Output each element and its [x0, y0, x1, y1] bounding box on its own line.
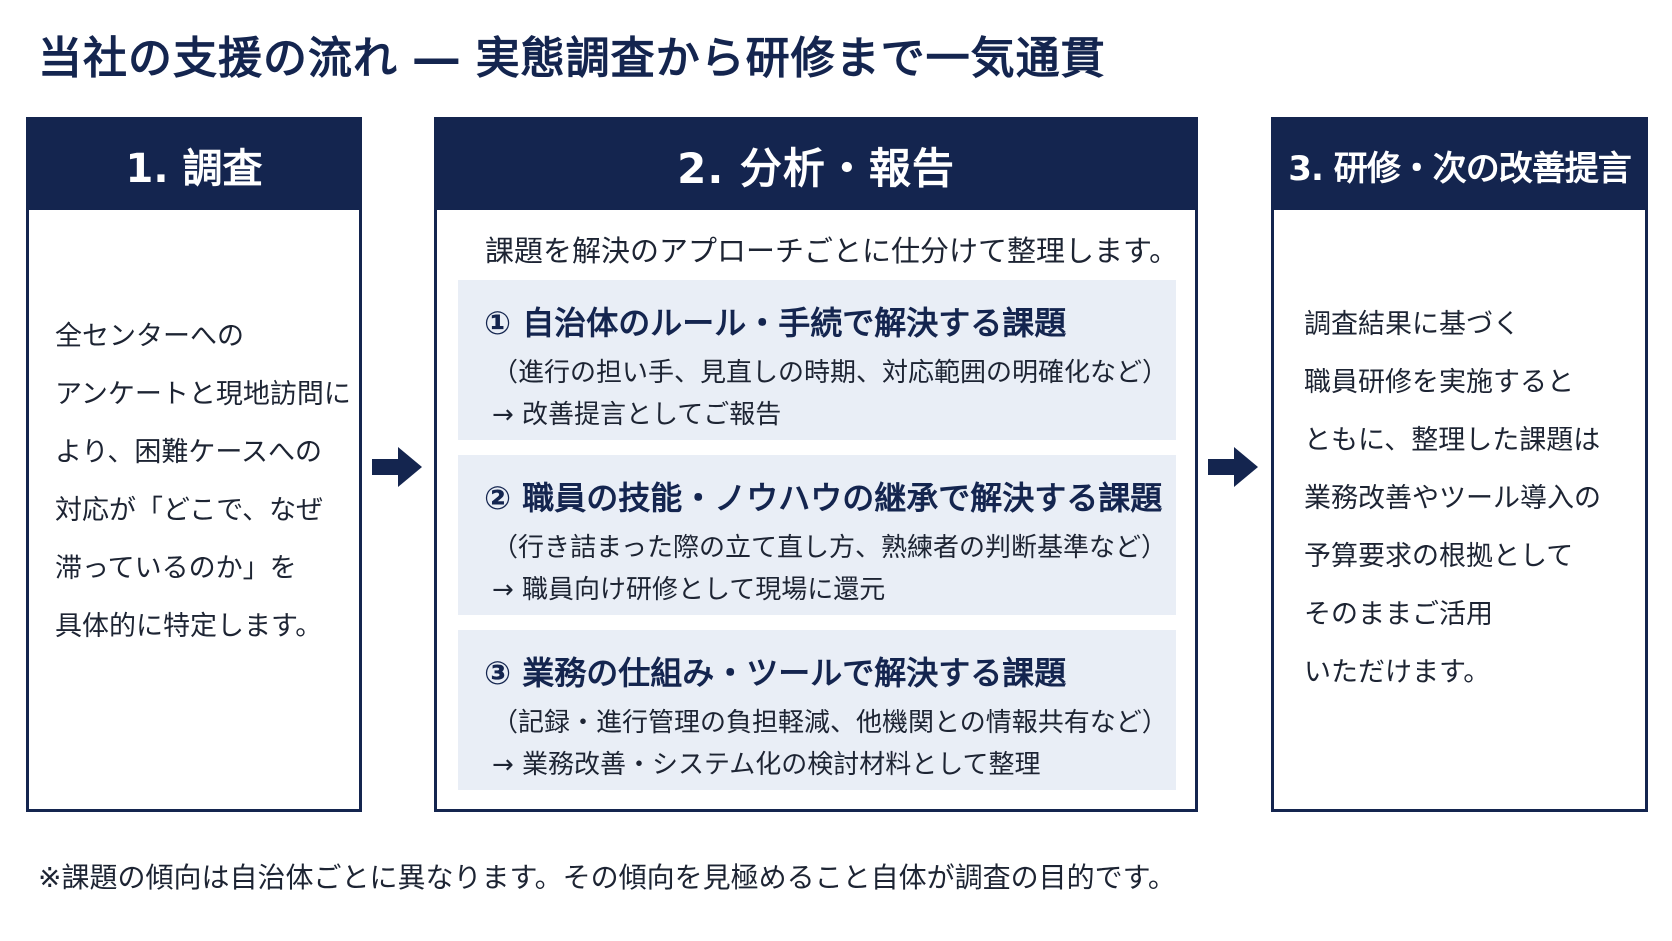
text-line: いただけます。 [1304, 657, 1491, 688]
issue-category-item: ② 職員の技能・ノウハウの継承で解決する課題 （行き詰まった際の立て直し方、熟練… [458, 455, 1176, 615]
issue-category-detail: （記録・進行管理の負担軽減、他機関との情報共有など） [492, 708, 1168, 738]
arrow-right-icon [1208, 447, 1258, 487]
issue-category-result: → 職員向け研修として現場に還元 [492, 575, 886, 605]
step-analysis-heading: 2. 分析・報告 [437, 120, 1195, 210]
page-title: 当社の支援の流れ ― 実態調査から研修まで一気通貫 [38, 33, 1106, 84]
text-line: 調査結果に基づく [1304, 309, 1520, 340]
step-analysis-intro: 課題を解決のアプローチごとに仕分けて整理します。 [485, 234, 1179, 268]
issue-category-title: ③ 業務の仕組み・ツールで解決する課題 [484, 654, 1067, 692]
issue-category-item: ① 自治体のルール・手続で解決する課題 （進行の担い手、見直しの時期、対応範囲の… [458, 280, 1176, 440]
step-survey-heading: 1. 調査 [29, 120, 359, 210]
issue-category-result: → 業務改善・システム化の検討材料として整理 [492, 750, 1041, 780]
text-line: より、困難ケースへの [55, 437, 323, 468]
issue-category-detail: （行き詰まった際の立て直し方、熟練者の判断基準など） [492, 533, 1167, 563]
issue-category-item: ③ 業務の仕組み・ツールで解決する課題 （記録・進行管理の負担軽減、他機関との情… [458, 630, 1176, 790]
issue-category-title: ② 職員の技能・ノウハウの継承で解決する課題 [484, 479, 1163, 517]
text-line: 予算要求の根拠として [1304, 541, 1574, 572]
issue-category-detail: （進行の担い手、見直しの時期、対応範囲の明確化など） [492, 358, 1169, 388]
text-line: 業務改善やツール導入の [1304, 483, 1601, 514]
issue-category-title: ① 自治体のルール・手続で解決する課題 [484, 304, 1067, 342]
text-line: アンケートと現地訪問に [55, 379, 351, 410]
arrow-right-icon [372, 447, 422, 487]
text-line: ともに、整理した課題は [1304, 425, 1601, 456]
step-analysis-box: 2. 分析・報告 課題を解決のアプローチごとに仕分けて整理します。 ① 自治体の… [434, 117, 1198, 812]
text-line: 全センターへの [55, 321, 244, 352]
text-line: そのままご活用 [1304, 599, 1493, 630]
text-line: 滞っているのか」を [55, 553, 297, 584]
step-survey-text: 全センターへの アンケートと現地訪問に より、困難ケースへの 対応が「どこで、な… [55, 308, 351, 656]
text-line: 具体的に特定します。 [55, 611, 323, 642]
text-line: 職員研修を実施すると [1304, 367, 1574, 398]
issue-category-result: → 改善提言としてご報告 [492, 400, 782, 430]
text-line: 対応が「どこで、なぜ [55, 495, 324, 526]
step-training-heading: 3. 研修・次の改善提言 [1274, 120, 1645, 210]
step-training-text: 調査結果に基づく 職員研修を実施すると ともに、整理した課題は 業務改善やツール… [1304, 296, 1601, 702]
footnote: ※課題の傾向は自治体ごとに異なります。その傾向を見極めること自体が調査の目的です… [38, 861, 1176, 894]
step-survey-box: 1. 調査 全センターへの アンケートと現地訪問に より、困難ケースへの 対応が… [26, 117, 362, 812]
step-training-box: 3. 研修・次の改善提言 調査結果に基づく 職員研修を実施すると ともに、整理し… [1271, 117, 1648, 812]
